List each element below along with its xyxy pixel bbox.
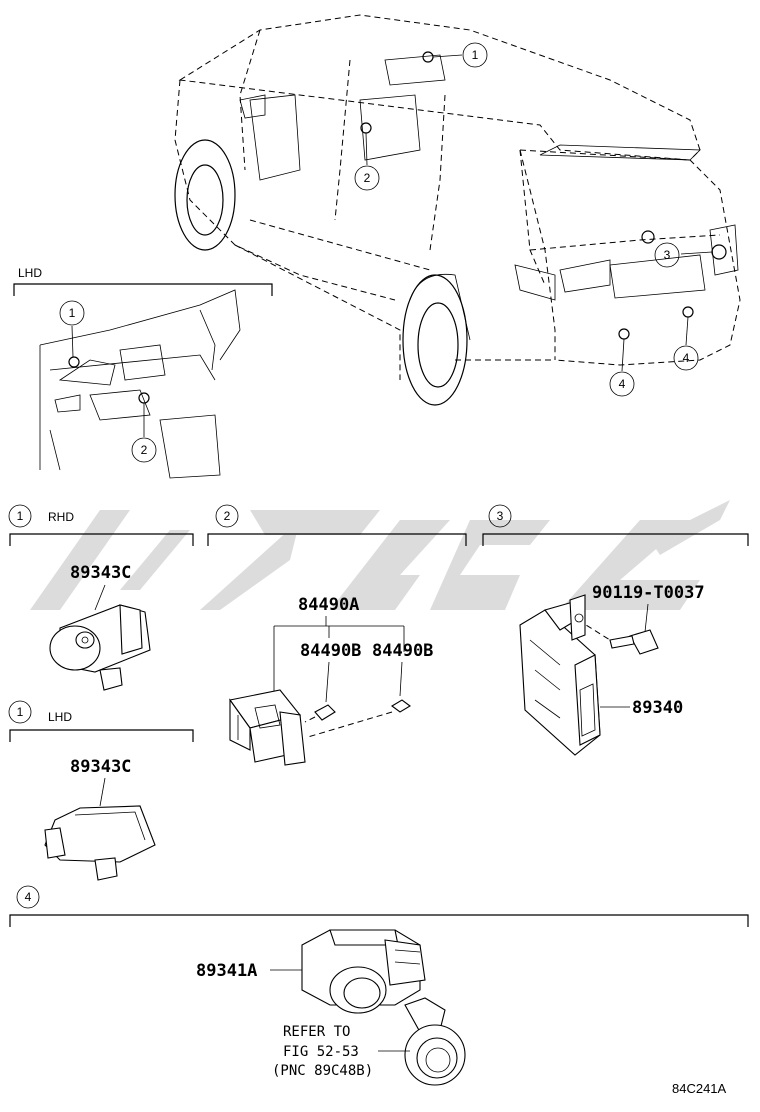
ecu-part: 90119-T0037 89340 [519,583,705,756]
svg-text:RHD: RHD [48,510,74,524]
svg-text:1: 1 [17,509,24,523]
inset-callout-1: 1 [59,300,85,326]
part-label-89341A: 89341A [196,961,257,981]
section-header-4: 4 [9,885,749,927]
inset-label: LHD [18,266,42,280]
figure-id: 84C241A [672,1081,727,1096]
switch-assembly-part: 84490A 84490B 84490B [229,595,433,766]
vehicle-callout-4-left: 4 [609,371,635,397]
rhd-sensor-part: 89343C [49,563,151,691]
vehicle-callout-4-right: 4 [673,345,699,371]
refer-line-3: (PNC 89C48B) [272,1063,373,1079]
svg-text:1: 1 [69,306,76,320]
svg-text:4: 4 [619,377,626,391]
svg-text:3: 3 [497,509,504,523]
lhd-inset: LHD [13,266,273,479]
svg-text:2: 2 [224,509,231,523]
vehicle-callout-1: 1 [462,42,488,68]
section-header-1-rhd: 1 RHD [8,504,194,546]
vehicle-callout-2: 2 [354,165,380,191]
svg-text:3: 3 [664,248,671,262]
part-label-89340: 89340 [632,698,683,718]
svg-text:1: 1 [17,705,24,719]
svg-text:LHD: LHD [48,710,72,724]
part-label-90119-T0037: 90119-T0037 [592,583,705,603]
inset-callout-2: 2 [131,437,157,463]
lhd-sensor-part: 89343C [44,757,156,881]
refer-line-2: FIG 52-53 [283,1044,359,1060]
section-header-3: 3 [482,504,749,546]
svg-text:2: 2 [364,171,371,185]
watermark-logo [30,500,730,610]
section-header-1-lhd: 1 LHD [8,700,194,742]
rear-sensor-part: 89341A REFER TO FIG 52-53 (PNC 89C48B) [196,929,466,1086]
refer-line-1: REFER TO [283,1024,350,1040]
svg-text:1: 1 [472,48,479,62]
part-label-84490A: 84490A [298,595,359,615]
part-label-89343C-rhd: 89343C [70,563,131,583]
part-label-89343C-lhd: 89343C [70,757,131,777]
svg-text:4: 4 [683,351,690,365]
vehicle-callout-3: 3 [654,242,680,268]
part-label-84490B-right: 84490B [372,641,433,661]
part-label-84490B-left: 84490B [300,641,361,661]
svg-text:2: 2 [141,443,148,457]
vehicle-illustration [174,14,741,406]
section-header-2: 2 [207,504,467,546]
svg-text:4: 4 [25,890,32,904]
